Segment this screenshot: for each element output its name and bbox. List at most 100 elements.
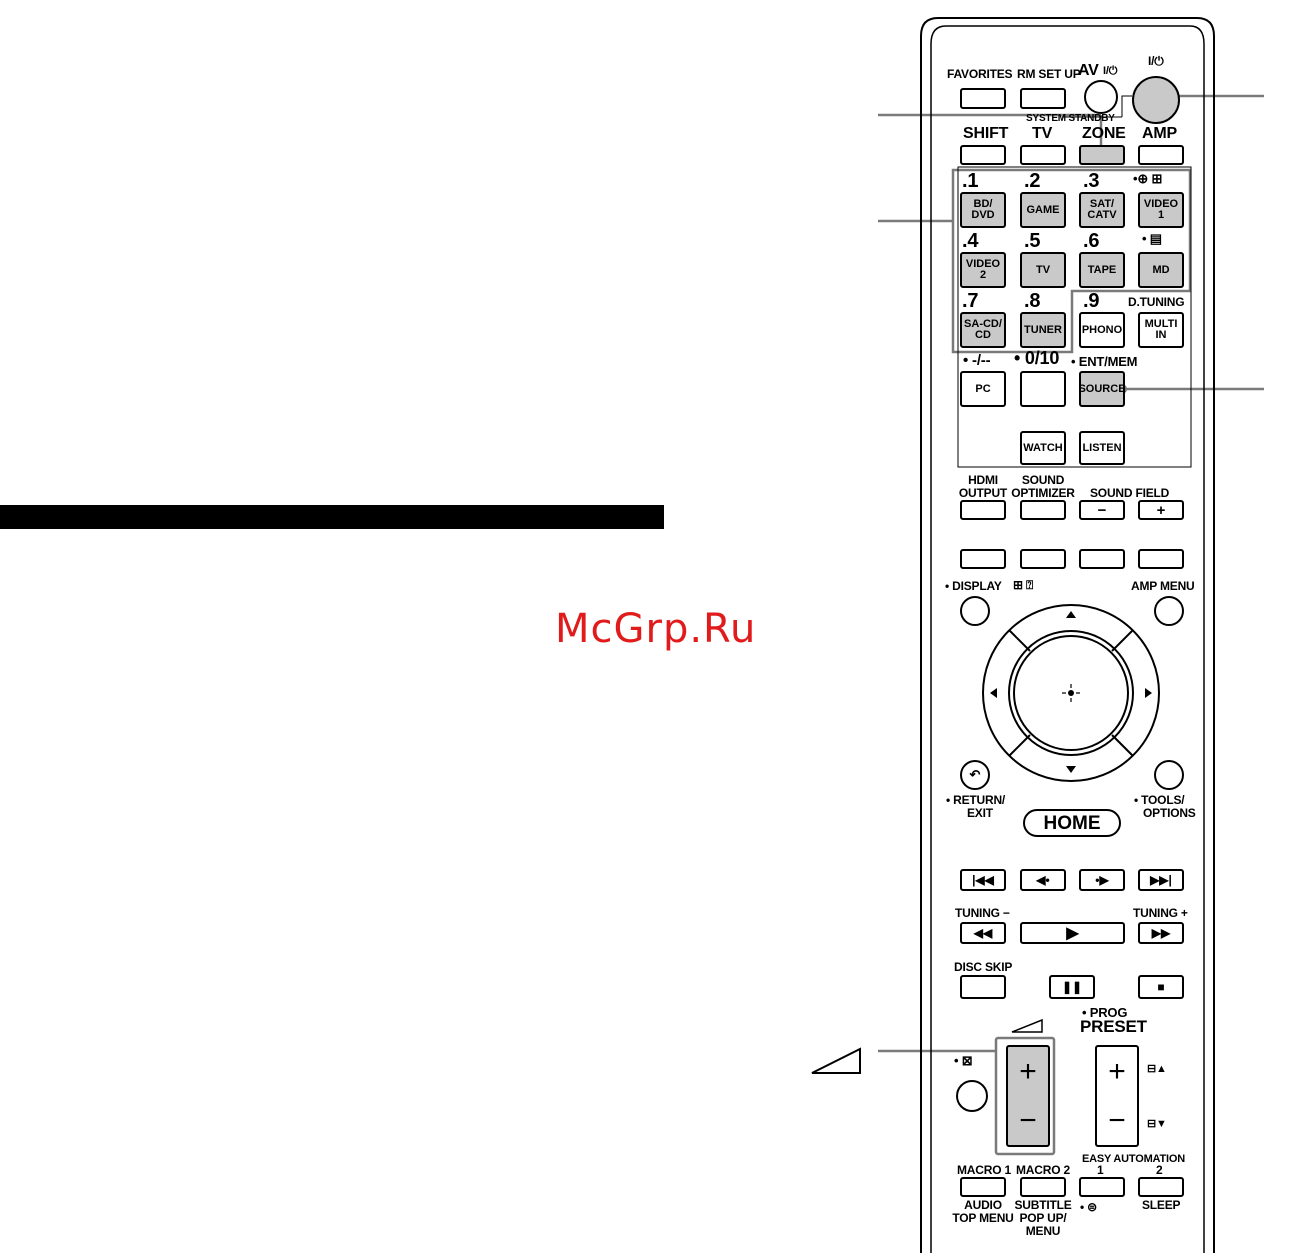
display-label: • DISPLAY — [945, 579, 1002, 593]
rm-setup-button[interactable] — [1020, 88, 1066, 109]
rewind-icon: ◀◀ — [973, 925, 993, 940]
tv-input-button[interactable]: TV — [1020, 252, 1066, 288]
color-button-3[interactable] — [1079, 549, 1125, 569]
phono-button[interactable]: PHONO — [1079, 312, 1125, 348]
bd-dvd-button[interactable]: BD/DVD — [960, 192, 1006, 228]
amp-menu-button[interactable] — [1154, 596, 1184, 626]
watch-label: WATCH — [1023, 441, 1063, 454]
listen-button[interactable]: LISTEN — [1079, 431, 1125, 465]
advance-button[interactable]: •▶ — [1079, 869, 1125, 891]
preset-rocker[interactable]: +− — [1095, 1045, 1139, 1147]
md-button[interactable]: MD — [1138, 252, 1184, 288]
muting-button[interactable] — [956, 1080, 988, 1112]
zone-button[interactable] — [1079, 145, 1125, 165]
play-button[interactable]: ▶ — [1020, 922, 1125, 944]
multi-in-label-1: MULTI — [1144, 318, 1178, 330]
return-label-2: EXIT — [967, 806, 993, 820]
sa-cd-label-1: SA-CD/ — [964, 318, 1002, 330]
dash-label: • -/-- — [963, 352, 991, 369]
pc-button[interactable]: PC — [960, 371, 1006, 407]
zero-ten-label: • 0/10 — [1014, 348, 1060, 368]
color-button-2[interactable] — [1020, 549, 1066, 569]
preset-plus-label: + — [1108, 1055, 1126, 1088]
input-group-outline — [951, 168, 1192, 354]
watch-button[interactable]: WATCH — [1020, 431, 1066, 465]
video1-label-2: 1 — [1157, 209, 1165, 221]
favorites-button[interactable] — [960, 88, 1006, 109]
macro1-label: MACRO 1 — [957, 1163, 1011, 1177]
tv-label: TV — [1032, 125, 1053, 142]
disc-skip-button[interactable] — [960, 975, 1006, 999]
watermark: McGrp.Ru — [555, 606, 757, 652]
tuner-button[interactable]: TUNER — [1020, 312, 1066, 348]
sat-catv-button[interactable]: SAT/CATV — [1079, 192, 1125, 228]
sound-optimizer-button[interactable] — [1020, 500, 1066, 520]
tools-button[interactable] — [1154, 760, 1184, 790]
play-icon: ▶ — [1066, 924, 1079, 942]
home-label: HOME — [1043, 812, 1101, 834]
source-button[interactable]: SOURCE — [1078, 371, 1126, 407]
sa-cd-button[interactable]: SA-CD/CD — [960, 312, 1006, 348]
next-button[interactable]: ▶▶| — [1138, 869, 1184, 891]
num-3-label: .3 — [1083, 170, 1100, 192]
enter-icon — [1068, 690, 1074, 696]
easy2-button[interactable] — [1138, 1177, 1184, 1197]
ent-mem-label: • ENT/MEM — [1071, 354, 1138, 369]
bd-dvd-label-1: BD/ — [973, 198, 993, 210]
volume-rocker[interactable]: +− — [1006, 1045, 1050, 1147]
tv-mode-button[interactable] — [1020, 145, 1066, 165]
tuning-minus-label: TUNING − — [955, 906, 1010, 920]
shift-button[interactable] — [960, 145, 1006, 165]
multi-in-label-2: IN — [1155, 329, 1167, 341]
stop-button[interactable]: ■ — [1138, 975, 1184, 999]
zero-button[interactable] — [1020, 371, 1066, 407]
tape-button[interactable]: TAPE — [1079, 252, 1125, 288]
macro2-button[interactable] — [1020, 1177, 1066, 1197]
subtitle-label-2: POP UP/ — [1019, 1211, 1067, 1225]
num-4-label: .4 — [962, 230, 979, 252]
easy1-label: 1 — [1097, 1163, 1104, 1177]
color-button-1[interactable] — [960, 549, 1006, 569]
game-button[interactable]: GAME — [1020, 192, 1066, 228]
prev-button[interactable]: |◀◀ — [960, 869, 1006, 891]
macro1-button[interactable] — [960, 1177, 1006, 1197]
replay-button[interactable]: ◀• — [1020, 869, 1066, 891]
num-8-label: .8 — [1024, 290, 1041, 312]
audio-label-1: AUDIO — [964, 1198, 1002, 1212]
home-button[interactable]: HOME — [1023, 809, 1121, 837]
zone-label: ZONE — [1082, 125, 1126, 142]
subtitle-label-3: MENU — [1025, 1224, 1061, 1238]
rm-setup-label: RM SET UP — [1017, 67, 1081, 81]
optimizer-label-1: SOUND — [1021, 473, 1065, 487]
pause-button[interactable]: ❚❚ — [1049, 975, 1095, 999]
fast-forward-button[interactable]: ▶▶ — [1138, 922, 1184, 944]
power-symbol: I/⏻ — [1148, 54, 1164, 68]
stop-icon: ■ — [1157, 979, 1165, 994]
fast-forward-icon: ▶▶ — [1151, 925, 1171, 940]
page-down-icon: ⊟▼ — [1147, 1118, 1167, 1130]
av-power-button[interactable] — [1084, 80, 1118, 114]
amp-button[interactable] — [1138, 145, 1184, 165]
md-label: MD — [1152, 263, 1170, 276]
hdmi-output-button[interactable] — [960, 500, 1006, 520]
num-9-label: .9 — [1083, 290, 1100, 312]
sound-field-plus-button[interactable]: + — [1138, 500, 1184, 520]
power-button[interactable] — [1132, 76, 1180, 124]
remote-body — [920, 17, 1215, 1253]
sound-field-minus-button[interactable]: − — [1079, 500, 1125, 520]
favorites-label: FAVORITES — [947, 67, 1013, 81]
return-button[interactable]: ↶ — [960, 760, 990, 790]
next-icon: ▶▶| — [1150, 872, 1172, 887]
easy1-button[interactable] — [1079, 1177, 1125, 1197]
nav-dpad — [982, 604, 1160, 782]
tv-input-label: TV — [1035, 263, 1051, 276]
left-arrow-icon — [990, 688, 997, 698]
source-label: SOURCE — [1078, 382, 1126, 395]
rewind-button[interactable]: ◀◀ — [960, 922, 1006, 944]
color-button-4[interactable] — [1138, 549, 1184, 569]
display-button[interactable] — [960, 596, 990, 626]
